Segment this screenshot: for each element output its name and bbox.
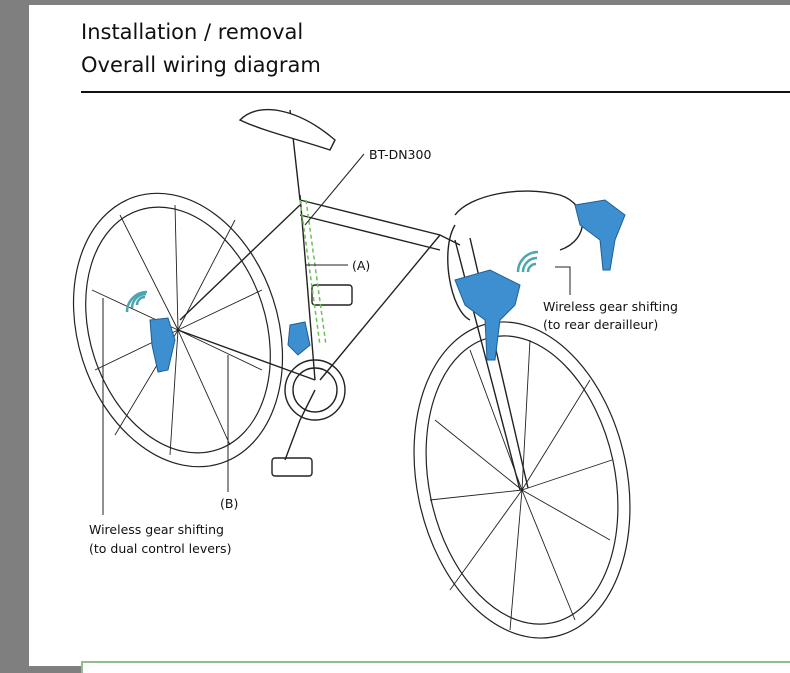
leader-lines: [102, 153, 571, 515]
front-wheel: [413, 321, 631, 639]
signal-icons: [125, 250, 539, 313]
label-a: (A): [352, 258, 371, 273]
label-bt-dn300: BT-DN300: [369, 147, 432, 162]
label-rear-line1: Wireless gear shifting: [543, 299, 678, 314]
right-lever: [574, 199, 626, 271]
label-b: (B): [220, 496, 239, 511]
title-divider: [81, 91, 790, 93]
label-dual-line1: Wireless gear shifting: [89, 522, 224, 537]
section-title: Installation / removal: [81, 20, 304, 44]
front-derailleur: [287, 321, 311, 356]
rear-derailleur: [149, 317, 176, 373]
left-lever: [454, 269, 521, 361]
label-rear-line2: (to rear derailleur): [543, 317, 659, 332]
frame: [177, 108, 584, 491]
page-title: Overall wiring diagram: [81, 53, 321, 77]
rear-wheel: [72, 192, 284, 468]
components: [149, 199, 626, 373]
label-dual-line2: (to dual control levers): [89, 541, 232, 556]
wire-a: [299, 199, 327, 346]
